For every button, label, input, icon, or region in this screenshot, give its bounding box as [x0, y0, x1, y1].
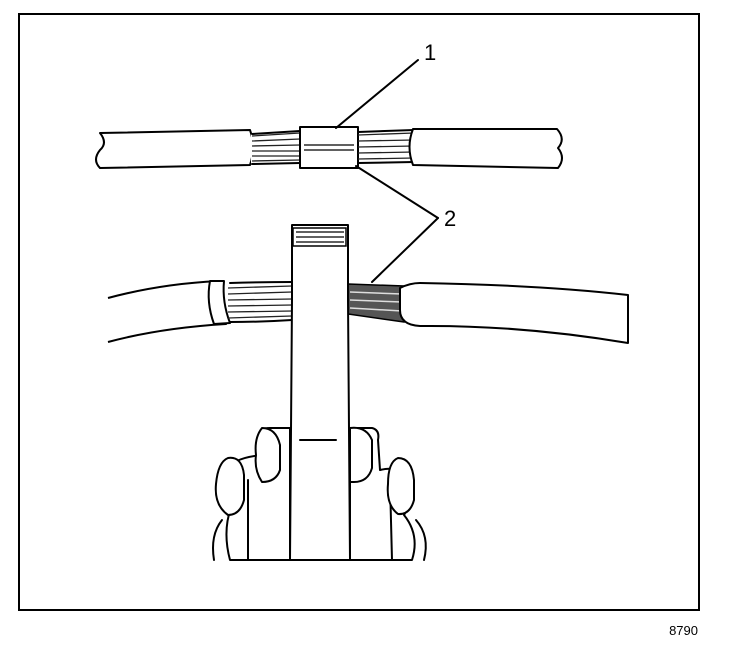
strands-right [357, 129, 415, 164]
strands-left [251, 130, 301, 165]
crimp-tool-jaw [289, 224, 351, 561]
callout-1: 1 [424, 40, 436, 65]
callout-leaders [335, 59, 439, 283]
completed-splice [95, 126, 563, 169]
leader-1 [335, 59, 419, 129]
wire-right-insulation [408, 128, 563, 169]
wire-left-insulation [95, 129, 254, 169]
callout-2: 2 [444, 206, 456, 231]
leader-2-lower [371, 217, 439, 283]
crimp-strands-left [227, 281, 293, 323]
tool-handle-left [212, 427, 291, 561]
tool-handle-right [349, 426, 427, 561]
leader-2-upper [355, 165, 439, 219]
splice-sleeve [299, 126, 359, 169]
figure-number: 8790 [669, 623, 698, 638]
curved-wire-right [399, 282, 629, 344]
crimp-assembly [107, 224, 629, 561]
